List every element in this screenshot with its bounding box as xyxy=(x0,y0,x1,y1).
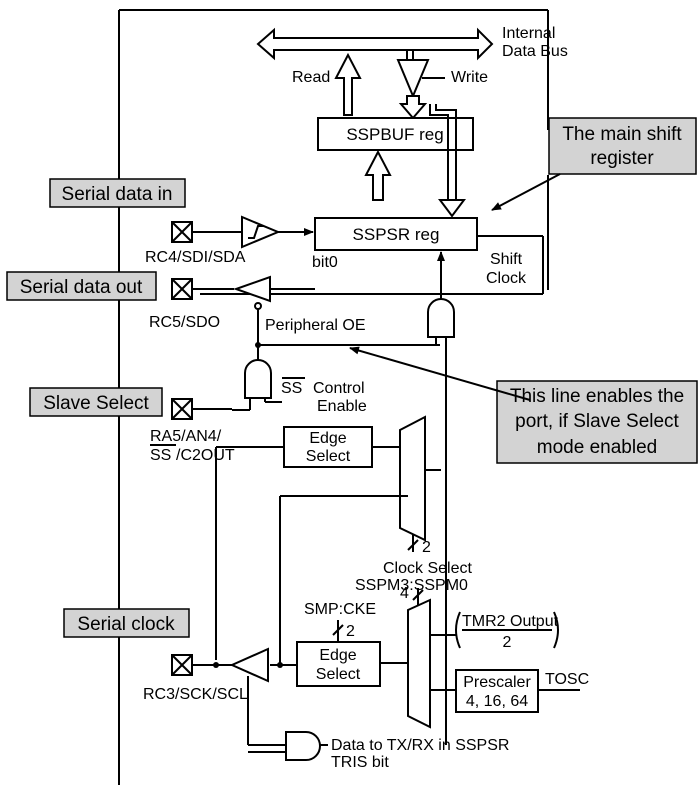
write-label: Write xyxy=(451,69,488,86)
data-txrx-and-gate xyxy=(248,731,328,761)
pin-ss-label-2a: SS xyxy=(150,447,171,464)
sck-pin-icon xyxy=(171,654,193,676)
callout-main-shift-text-2: register xyxy=(590,148,654,169)
edge-select-bottom-label-1: Edge xyxy=(319,647,356,664)
callout-enables-arrow xyxy=(349,346,531,401)
sdo-pin-icon xyxy=(171,278,193,300)
clock-select-mux xyxy=(399,415,426,542)
sck-buffer xyxy=(229,647,286,746)
callout-serial-clock-text: Serial clock xyxy=(77,614,175,635)
internal-bus-label-2: Data Bus xyxy=(502,43,568,60)
callout-enables-port xyxy=(496,380,698,464)
sspsr-label: SSPSR reg xyxy=(353,225,440,244)
sspm-label: SSPM3:SSPM0 xyxy=(355,577,468,594)
pin-ss-label-2b: /C2OUT xyxy=(176,447,235,464)
tmr2-paren-left xyxy=(455,611,461,649)
callout-slave-select-text: Slave Select xyxy=(43,393,149,414)
write-buffer xyxy=(396,50,445,120)
callout-main-shift-register xyxy=(548,117,697,175)
ss-pin-icon xyxy=(171,398,193,420)
enable-label: Enable xyxy=(317,398,367,415)
callout-serial-data-in-text: Serial data in xyxy=(62,184,173,205)
pin-sck-label: RC3/SCK/SCL xyxy=(143,686,248,703)
slave-select-and-gate xyxy=(232,345,282,411)
pin-sdo-label: RC5/SDO xyxy=(149,314,220,331)
callout-serial-data-out xyxy=(6,271,157,301)
smp-cke-label: SMP:CKE xyxy=(304,601,376,618)
callout-enables-text-3: mode enabled xyxy=(537,437,657,458)
callout-enables-text-1: This line enables the xyxy=(510,386,684,407)
clock-and-gate xyxy=(427,251,455,745)
sspm-bus-slash xyxy=(412,589,424,601)
smp-cke-bus-width: 2 xyxy=(346,623,355,640)
edge-select-top-label-2: Select xyxy=(306,448,351,465)
pin-sdi-label: RC4/SDI/SDA xyxy=(145,249,246,266)
edge-select-bottom-label-2: Select xyxy=(316,666,361,683)
callout-serial-data-in xyxy=(49,178,186,208)
read-arrow xyxy=(334,52,362,116)
clock-select-bus-slash xyxy=(407,539,419,551)
tris-label: TRIS bit xyxy=(331,754,389,771)
internal-data-bus xyxy=(256,27,494,61)
schmitt-buffer-icon xyxy=(241,215,281,249)
clock-label-text: Clock xyxy=(486,270,527,287)
prescaler-box xyxy=(455,669,539,713)
edge-select-bottom xyxy=(296,641,381,687)
control-label: Control xyxy=(313,380,365,397)
callout-main-shift-text-1: The main shift xyxy=(562,124,682,145)
smp-cke-slash xyxy=(332,624,344,636)
sspsr-register xyxy=(314,217,478,251)
peripheral-oe-label: Peripheral OE xyxy=(265,317,366,334)
tmr2-label: TMR2 Output xyxy=(462,613,559,630)
sspsr-to-sspbuf-arrow xyxy=(364,149,392,201)
callout-main-shift-arrow xyxy=(491,173,561,211)
bit0-label: bit0 xyxy=(312,254,338,271)
read-label: Read xyxy=(292,69,330,86)
pin-ss-label-1: RA5/AN4/ xyxy=(150,428,222,445)
callout-serial-clock xyxy=(63,608,190,638)
sdi-pin-icon xyxy=(171,221,193,243)
callout-enables-text-2: port, if Slave Select xyxy=(515,411,679,432)
sspbuf-label: SSPBUF reg xyxy=(346,125,443,144)
bus-to-sspsr-arrow xyxy=(429,104,466,218)
tosc-label: TOSC xyxy=(545,671,589,688)
clock-source-mux xyxy=(407,598,431,729)
data-txrx-label: Data to TX/RX in SSPSR xyxy=(331,737,509,754)
shift-label: Shift xyxy=(490,251,523,268)
sspm-bus-width: 4 xyxy=(400,585,409,602)
serial-clock-wires xyxy=(192,446,408,668)
tmr2-paren-right xyxy=(553,611,559,649)
callout-serial-data-out-text: Serial data out xyxy=(20,277,143,298)
internal-bus-label-1: Internal xyxy=(502,25,555,42)
callout-slave-select xyxy=(29,387,163,417)
edge-select-top-label-1: Edge xyxy=(309,430,346,447)
prescaler-label-2: 4, 16, 64 xyxy=(466,693,528,710)
clock-select-bus-width: 2 xyxy=(422,539,431,556)
tmr2-divisor: 2 xyxy=(503,634,512,651)
ss-bar-label: SS xyxy=(281,380,302,397)
clock-select-label: Clock Select xyxy=(383,560,472,577)
prescaler-label-1: Prescaler xyxy=(463,674,531,691)
